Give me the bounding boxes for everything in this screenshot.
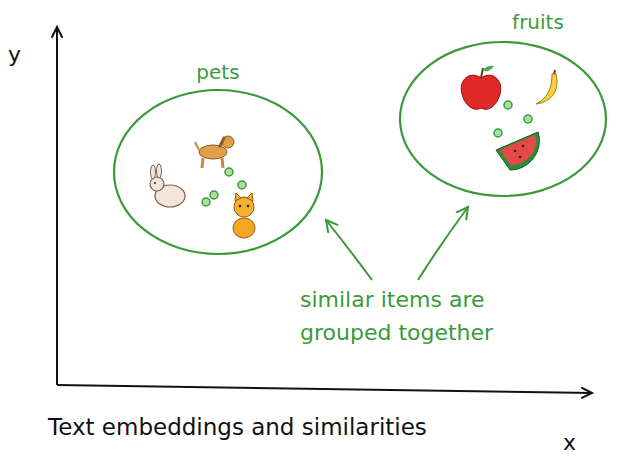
cluster-heading: fruits: [512, 10, 564, 34]
cluster-circle: fruits: [398, 40, 608, 198]
cluster-circle: pets: [112, 88, 324, 256]
embedding-dots: [494, 101, 532, 137]
banana-icon: [536, 70, 557, 104]
apple-icon: [461, 66, 501, 110]
cluster-outline: [398, 40, 608, 198]
dog-icon: [195, 136, 234, 168]
axis-label: x: [563, 426, 576, 459]
caption: Text embeddings and similarities: [48, 414, 427, 440]
axes: [57, 27, 592, 393]
cluster-heading: pets: [196, 60, 239, 84]
axis-label: y: [8, 38, 21, 71]
cat-icon: [233, 193, 255, 238]
rabbit-icon: [150, 164, 185, 207]
cluster-outline: [112, 88, 324, 256]
embedding-dots: [202, 168, 246, 206]
watermelon-icon: [496, 132, 539, 170]
annotation-note: similar items are grouped together: [300, 283, 540, 349]
leader-arrows: [326, 207, 468, 280]
